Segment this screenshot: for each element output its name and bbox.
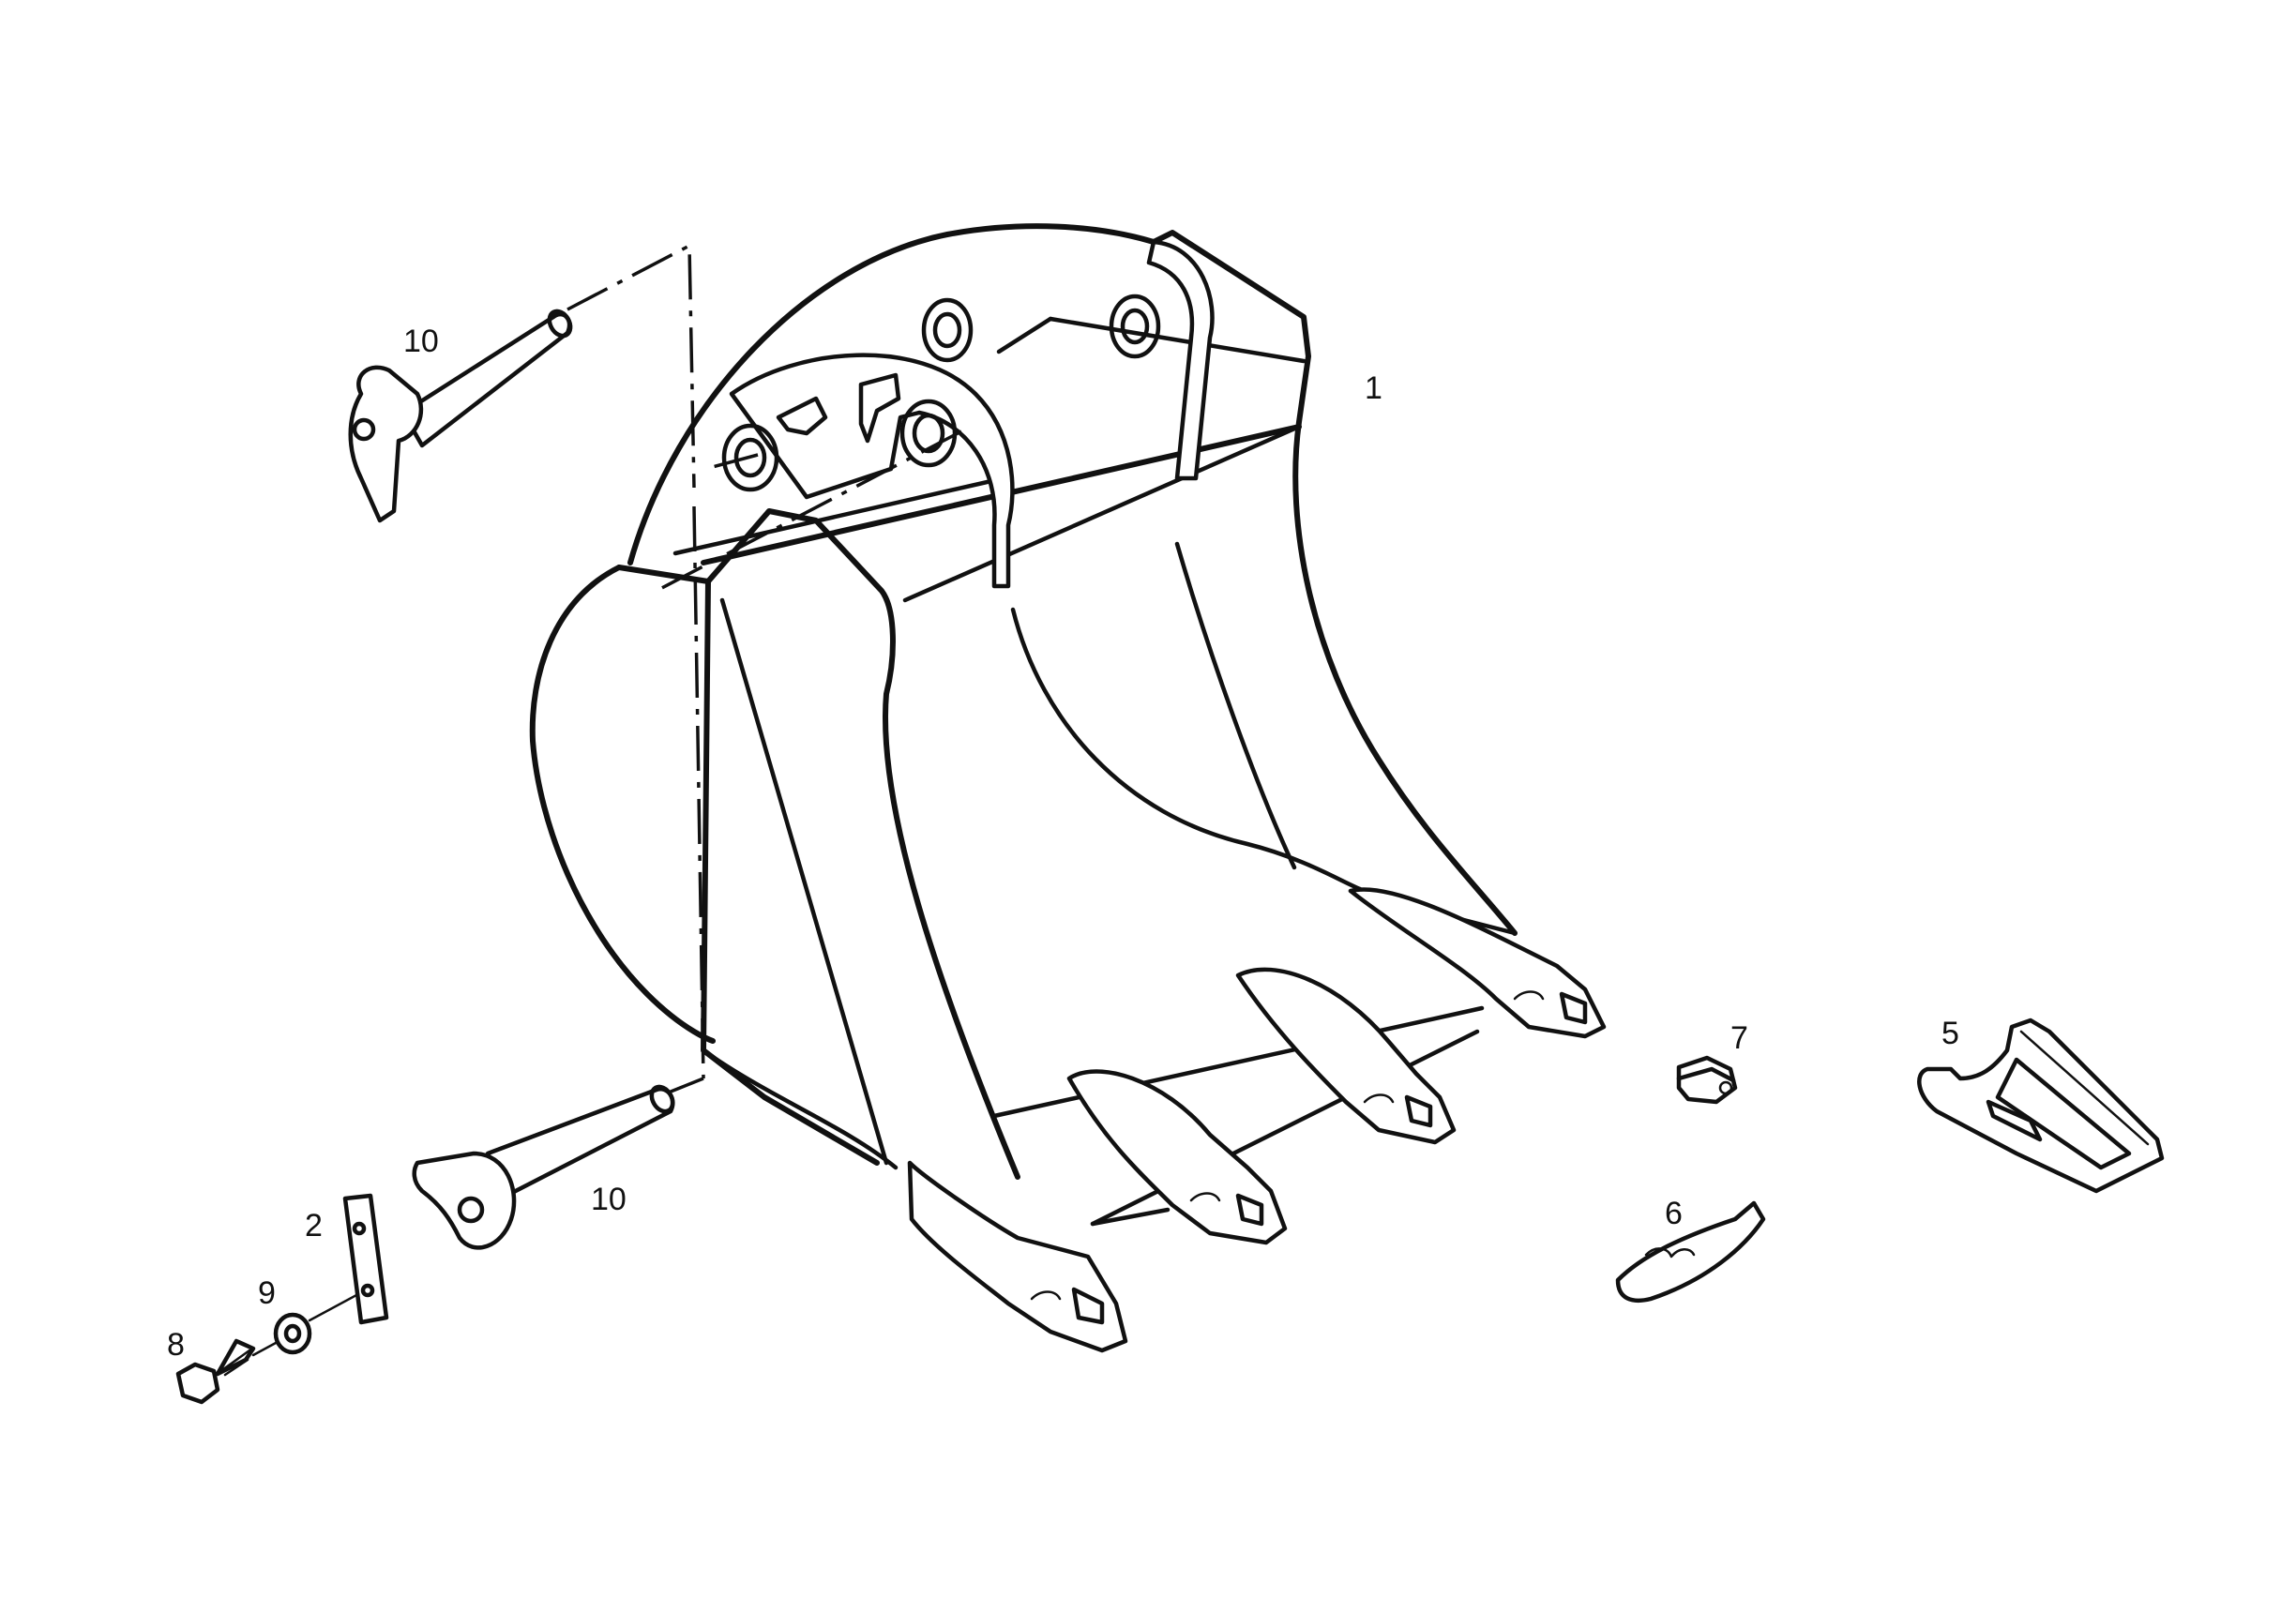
lock[interactable] xyxy=(1676,1055,1738,1105)
label-pin-upper: 10 xyxy=(403,324,439,359)
bucket-lug-front xyxy=(721,353,1015,589)
label-retainer: 6 xyxy=(1665,1196,1683,1231)
label-bucket: 1 xyxy=(1365,370,1382,406)
bucket-tooth-1 xyxy=(907,1160,1128,1353)
bucket-tooth-2 xyxy=(1066,1069,1288,1245)
plate[interactable] xyxy=(308,1193,389,1325)
retainer[interactable] xyxy=(1615,1200,1766,1304)
bucket-tooth-3 xyxy=(1235,967,1457,1145)
bolt[interactable] xyxy=(175,1338,256,1405)
label-plate: 2 xyxy=(305,1208,323,1244)
bucket-tooth-4 xyxy=(1348,887,1607,1039)
label-lock: 7 xyxy=(1730,1020,1748,1056)
label-tooth: 5 xyxy=(1941,1016,1959,1051)
tooth[interactable] xyxy=(1917,1018,2165,1194)
label-washer: 9 xyxy=(258,1275,276,1311)
washer[interactable] xyxy=(251,1312,312,1357)
pin-upper[interactable] xyxy=(348,308,575,523)
label-pin-lower: 10 xyxy=(591,1182,627,1217)
label-bolt: 8 xyxy=(167,1327,185,1363)
bucket-lug-rear xyxy=(921,239,1215,481)
pin-lower[interactable] xyxy=(412,1083,677,1250)
